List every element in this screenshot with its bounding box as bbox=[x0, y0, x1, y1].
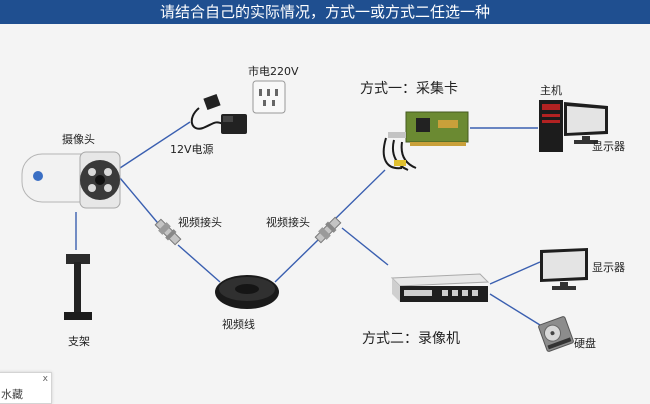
capture-card-icon bbox=[382, 111, 469, 171]
monitor-icon bbox=[564, 102, 608, 144]
corner-tab[interactable]: x 水藏 bbox=[0, 372, 52, 404]
option-two-label: 方式二：录像机 bbox=[362, 331, 460, 347]
connector-to-recorder-line bbox=[341, 227, 389, 266]
camera-to-connector-line bbox=[119, 177, 163, 229]
hard-disk-label: 硬盘 bbox=[574, 337, 596, 350]
pc-tower-icon bbox=[539, 100, 563, 152]
cable-to-connector-line bbox=[274, 239, 319, 283]
dvr-recorder-icon bbox=[390, 273, 490, 302]
option-one-label: 方式一：采集卡 bbox=[360, 81, 458, 97]
camera-to-adapter-line bbox=[119, 121, 191, 169]
wall-socket-icon bbox=[252, 80, 286, 114]
monitor-icon bbox=[540, 248, 588, 290]
monitor-top-label: 显示器 bbox=[592, 140, 625, 153]
recorder-to-monitor-line bbox=[489, 261, 541, 285]
connector-to-cable-line bbox=[177, 244, 221, 283]
monitor-bottom-label: 显示器 bbox=[592, 261, 625, 274]
video-cable-label: 视频线 bbox=[222, 318, 255, 331]
mains-label: 市电220V bbox=[248, 65, 299, 78]
video-connector-right-label: 视频接头 bbox=[266, 216, 310, 229]
bracket-label: 支架 bbox=[68, 335, 90, 348]
bracket-icon bbox=[64, 254, 92, 320]
connector-to-card-line bbox=[331, 169, 386, 223]
video-cable-coil-icon bbox=[215, 275, 279, 309]
video-connector-left-label: 视频接头 bbox=[178, 216, 222, 229]
camera-icon bbox=[21, 151, 121, 209]
host-label: 主机 bbox=[540, 84, 562, 97]
title-bar: 请结合自己的实际情况，方式一或方式二任选一种 bbox=[0, 0, 650, 24]
corner-tab-text: 水藏 bbox=[1, 388, 23, 401]
bnc-connector-icon bbox=[154, 218, 182, 246]
camera-label: 摄像头 bbox=[62, 133, 95, 146]
power-adapter-label: 12V电源 bbox=[170, 143, 214, 156]
page-title: 请结合自己的实际情况，方式一或方式二任选一种 bbox=[159, 3, 490, 21]
bnc-connector-icon bbox=[314, 216, 342, 244]
power-adapter-icon bbox=[190, 93, 247, 134]
hard-disk-icon bbox=[538, 316, 574, 352]
close-icon[interactable]: x bbox=[42, 374, 48, 384]
recorder-to-disk-line bbox=[489, 293, 541, 326]
